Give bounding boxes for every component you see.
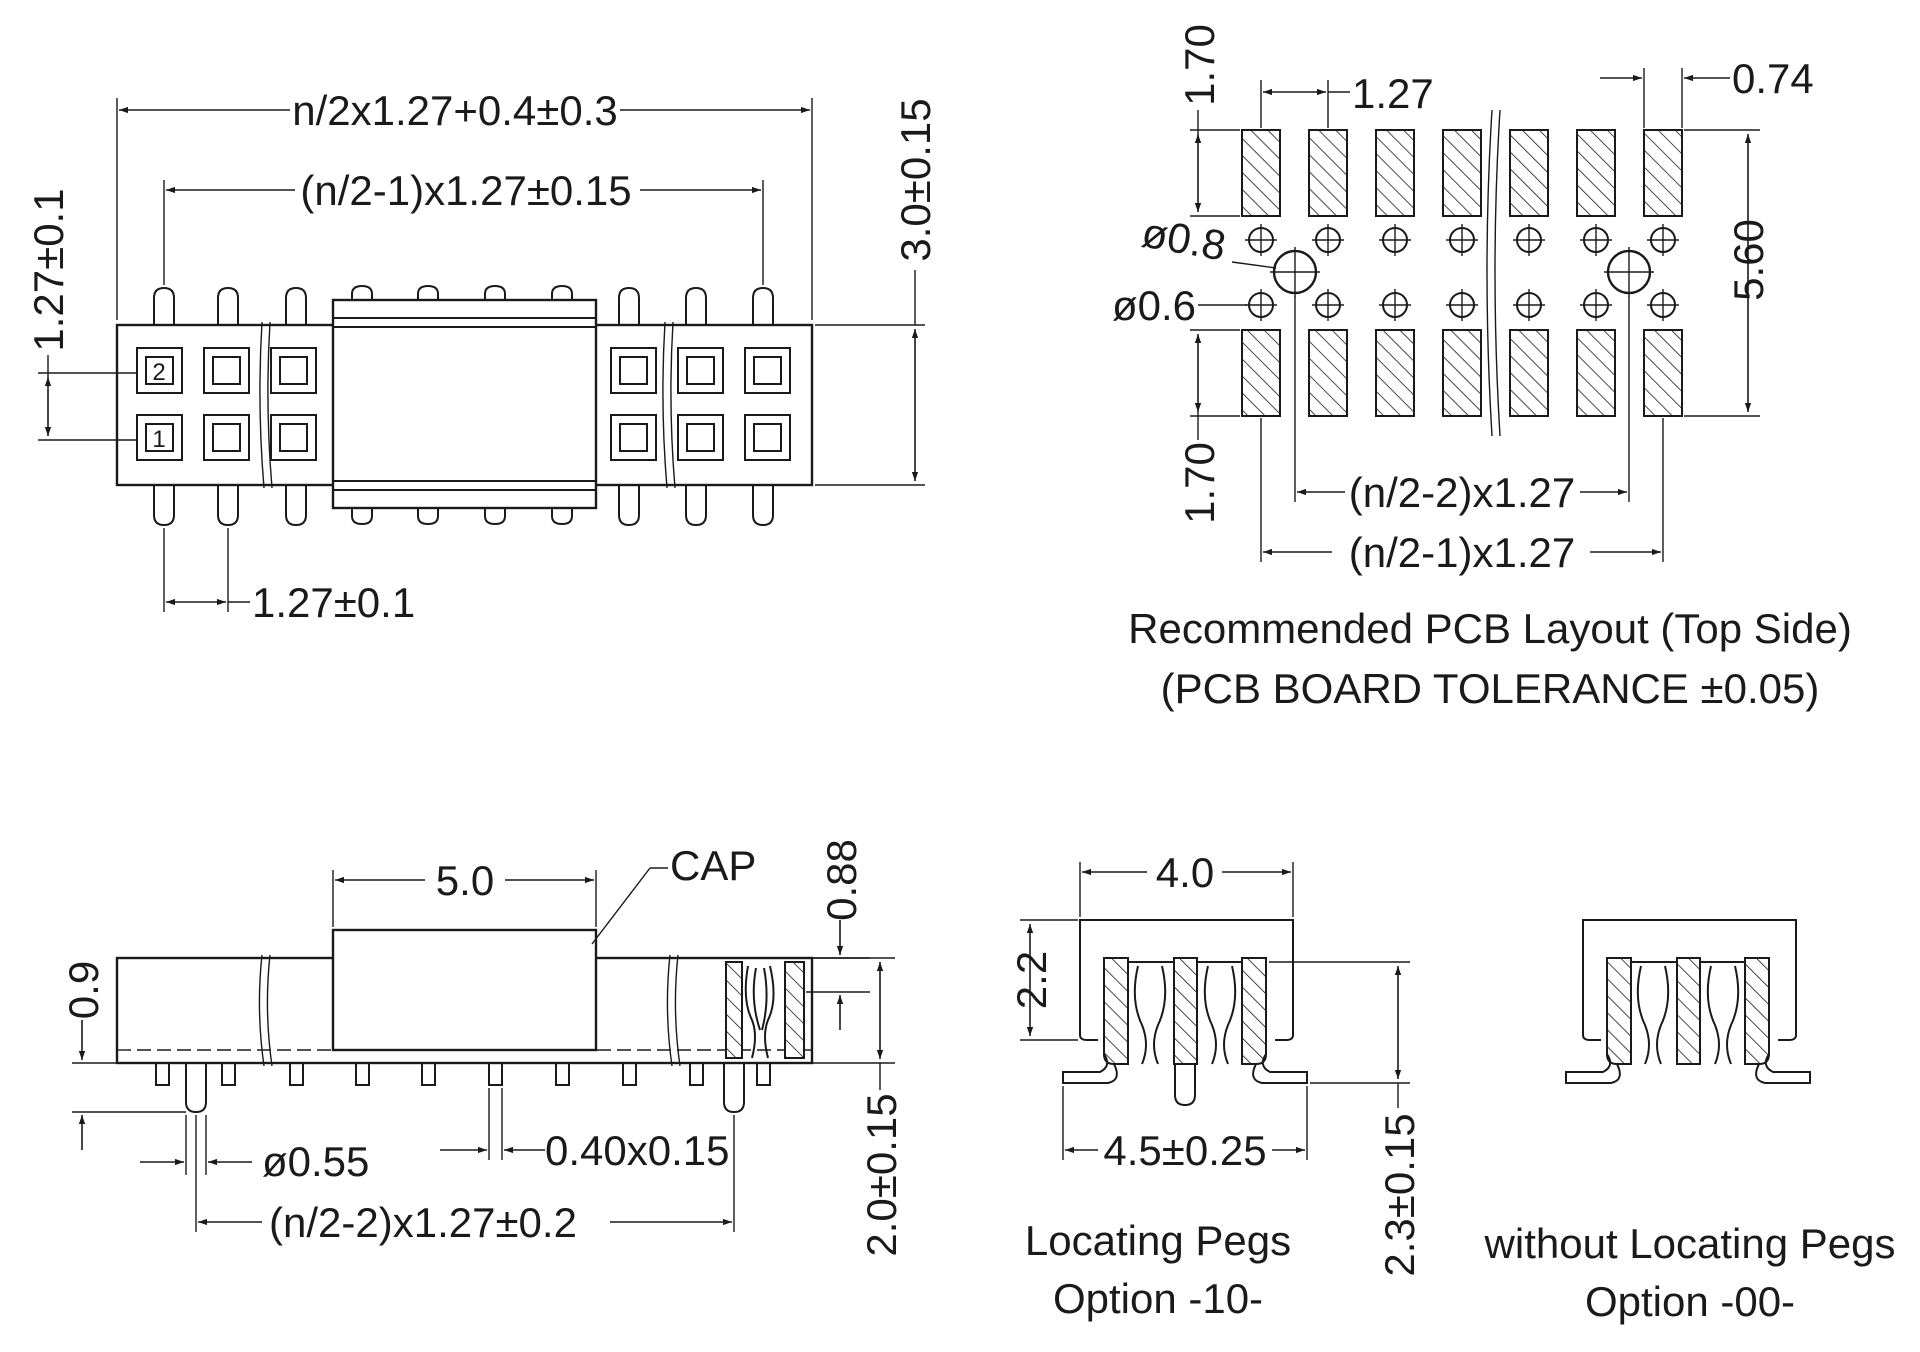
body-height-dim: 0.9 bbox=[60, 961, 107, 1019]
option-00-view: without Locating Pegs Option -00- bbox=[1484, 919, 1896, 1325]
option-10-view: 4.0 2.2 4.5±0.25 2.3±0.15 Locating Pegs … bbox=[1008, 849, 1423, 1322]
pad-length-top-dim: 1.70 bbox=[1176, 24, 1223, 106]
overall-length-dim: n/2x1.27+0.4±0.3 bbox=[292, 87, 617, 134]
pin-hole-dim: ø0.6 bbox=[1112, 282, 1196, 329]
pad-width-dim: 0.74 bbox=[1732, 55, 1814, 102]
option-10-width-dim: 4.0 bbox=[1156, 849, 1214, 896]
pcb-caption-line1: Recommended PCB Layout (Top Side) bbox=[1128, 605, 1852, 652]
pads-bottom bbox=[1241, 329, 1683, 417]
pads-top bbox=[1241, 129, 1683, 217]
peg-diameter-dim: ø0.55 bbox=[262, 1138, 369, 1185]
pin-1-label: 1 bbox=[152, 426, 165, 453]
side-pins bbox=[155, 1062, 771, 1114]
pin-2-label: 2 bbox=[152, 359, 165, 386]
side-view: 5.0 CAP 0.88 0.9 2.0±0.15 ø0.55 bbox=[60, 839, 905, 1256]
outer-pitch-span-dim: (n/2-1)x1.27 bbox=[1349, 529, 1575, 576]
inner-span-dim: (n/2-2)x1.27 bbox=[1349, 469, 1575, 516]
option-10-label-line2: Option -10- bbox=[1053, 1275, 1263, 1322]
height-dim: 3.0±0.15 bbox=[892, 98, 939, 261]
row-pitch-dim: 1.27±0.1 bbox=[25, 188, 72, 351]
pcb-layout: 1.27 0.74 1.70 1.70 5.60 ø0.8 ø0.6 bbox=[1112, 24, 1852, 712]
peg-hole-dim: ø0.8 bbox=[1138, 209, 1229, 270]
option-10-label-line1: Locating Pegs bbox=[1025, 1217, 1291, 1264]
pin-span-dim: (n/2-1)x1.27±0.15 bbox=[300, 167, 631, 214]
option-10-body-height-dim: 2.2 bbox=[1008, 951, 1055, 1009]
top-view: 2 1 n/2x1.27+0.4±0.3 (n/2-1)x1.27±0.15 3… bbox=[25, 87, 939, 626]
cap-thickness-dim: 0.88 bbox=[818, 839, 865, 921]
bottom-pins bbox=[153, 485, 774, 527]
pin-pitch-dim: 1.27±0.1 bbox=[252, 579, 415, 626]
peg-span-dim: (n/2-2)x1.27±0.2 bbox=[269, 1199, 577, 1246]
pin-section-dim: 0.40x0.15 bbox=[545, 1127, 730, 1174]
option-10-total-height-dim: 2.3±0.15 bbox=[1376, 1113, 1423, 1276]
pcb-caption-line2: (PCB BOARD TOLERANCE ±0.05) bbox=[1161, 665, 1820, 712]
contact-cells bbox=[136, 347, 791, 461]
pad-pitch-dim: 1.27 bbox=[1352, 70, 1434, 117]
side-section bbox=[725, 961, 805, 1059]
option-10-foot-span-dim: 4.5±0.25 bbox=[1103, 1127, 1266, 1174]
side-cap bbox=[331, 928, 598, 1052]
pin-holes bbox=[1245, 224, 1679, 321]
option-00-label-line2: Option -00- bbox=[1585, 1278, 1795, 1325]
total-height-dim: 2.0±0.15 bbox=[858, 1093, 905, 1256]
outer-span-dim: 5.60 bbox=[1725, 219, 1772, 301]
peg-holes bbox=[1270, 247, 1654, 297]
cap-top bbox=[331, 298, 598, 510]
option-00-label-line1: without Locating Pegs bbox=[1484, 1220, 1896, 1267]
cap-label: CAP bbox=[670, 842, 756, 889]
cap-width-dim: 5.0 bbox=[436, 857, 494, 904]
pad-length-bottom-dim: 1.70 bbox=[1176, 442, 1223, 524]
top-pins bbox=[153, 284, 774, 325]
